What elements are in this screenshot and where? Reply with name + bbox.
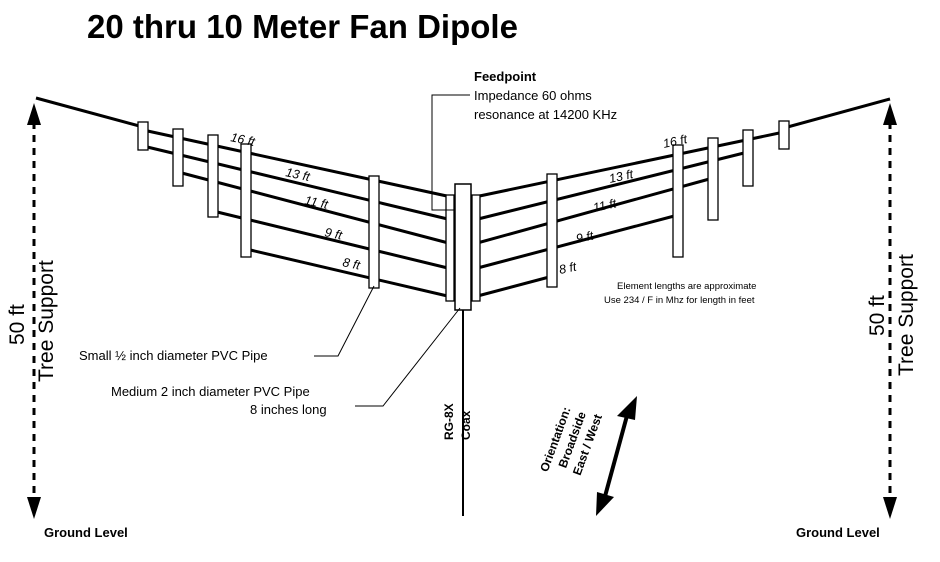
left-element-16ft (142, 128, 457, 200)
small-pipe-callout: Small ½ inch diameter PVC Pipe (79, 348, 268, 363)
left-element-8ft (245, 247, 457, 300)
small-pvc-pipe (445, 194, 455, 302)
left-height-arrow-icon (27, 103, 41, 519)
orientation-label: Orientation: Broadside East / West (537, 405, 605, 477)
left-label-16ft: 16 ft (229, 130, 256, 149)
diagram-title: 20 thru 10 Meter Fan Dipole (87, 8, 518, 45)
left-element-9ft (212, 209, 457, 272)
small-pvc-pipe (368, 175, 380, 289)
right-label-9ft: 9 ft (575, 229, 595, 246)
left-label-9ft: 9 ft (323, 225, 343, 242)
right-length-labels: 16 ft 13 ft 11 ft 9 ft 8 ft (558, 132, 689, 277)
left-element-11ft (177, 170, 457, 247)
small-pvc-pipe (471, 194, 481, 302)
right-support-rope (783, 97, 891, 130)
left-label-13ft: 13 ft (284, 165, 311, 184)
left-support-labels: 50 ft Tree Support (6, 260, 58, 382)
right-height-label: 50 ft (866, 295, 889, 336)
feedpoint-leader (431, 94, 470, 211)
right-spacers (471, 120, 790, 302)
right-height-arrow-icon (883, 103, 897, 519)
medium-pvc-pipe (454, 183, 472, 311)
medium-pipe-callout-line2: 8 inches long (250, 402, 327, 417)
small-pipe-leader (314, 285, 375, 357)
small-pvc-pipe (742, 129, 754, 187)
small-pvc-pipe (137, 121, 149, 151)
small-pvc-pipe (546, 173, 558, 288)
right-element-13ft (469, 150, 749, 223)
left-element-13ft (142, 144, 457, 223)
element-length-note: Element lengths are approximate Use 234 … (604, 281, 756, 306)
small-pvc-pipe (672, 144, 684, 258)
note-line-1: Element lengths are approximate (617, 281, 756, 292)
right-label-13ft: 13 ft (608, 167, 635, 186)
right-elements (469, 130, 785, 300)
right-label-11ft: 11 ft (592, 196, 618, 215)
small-pvc-pipe (707, 137, 719, 221)
right-support-labels: 50 ft Tree Support (866, 254, 918, 376)
coax-label: RG-8X Coax (442, 403, 473, 440)
left-label-8ft: 8 ft (341, 255, 361, 272)
right-ground-level: Ground Level (796, 525, 880, 540)
left-support-label: Tree Support (35, 260, 58, 382)
medium-pipe-leader (355, 307, 461, 407)
left-length-labels: 16 ft 13 ft 11 ft 9 ft 8 ft (229, 130, 361, 272)
left-ground-level: Ground Level (44, 525, 128, 540)
feedpoint-resonance: resonance at 14200 KHz (474, 107, 617, 122)
right-support-label: Tree Support (895, 254, 918, 376)
feedpoint-annotation: Feedpoint Impedance 60 ohms resonance at… (474, 69, 617, 122)
right-label-8ft: 8 ft (558, 260, 578, 277)
small-pvc-pipe (778, 120, 790, 150)
small-pvc-pipe (172, 128, 184, 187)
right-element-9ft (469, 213, 679, 272)
feedpoint-heading: Feedpoint (474, 69, 537, 84)
small-pvc-pipe (240, 143, 252, 258)
left-height-label: 50 ft (6, 304, 29, 345)
right-element-16ft (469, 130, 785, 200)
small-pvc-pipe (207, 134, 219, 218)
left-label-11ft: 11 ft (303, 193, 329, 212)
right-element-8ft (469, 274, 554, 300)
note-line-2: Use 234 / F in Mhz for length in feet (604, 295, 755, 306)
feedpoint-impedance: Impedance 60 ohms (474, 88, 592, 103)
left-elements (142, 128, 457, 300)
left-spacers (137, 121, 455, 302)
left-support-rope (35, 96, 144, 129)
coax-word: Coax (459, 410, 473, 440)
orientation-arrow-icon (596, 396, 637, 516)
right-label-16ft: 16 ft (662, 132, 689, 151)
coax-type: RG-8X (442, 403, 456, 440)
medium-pipe-callout-line1: Medium 2 inch diameter PVC Pipe (111, 384, 310, 399)
